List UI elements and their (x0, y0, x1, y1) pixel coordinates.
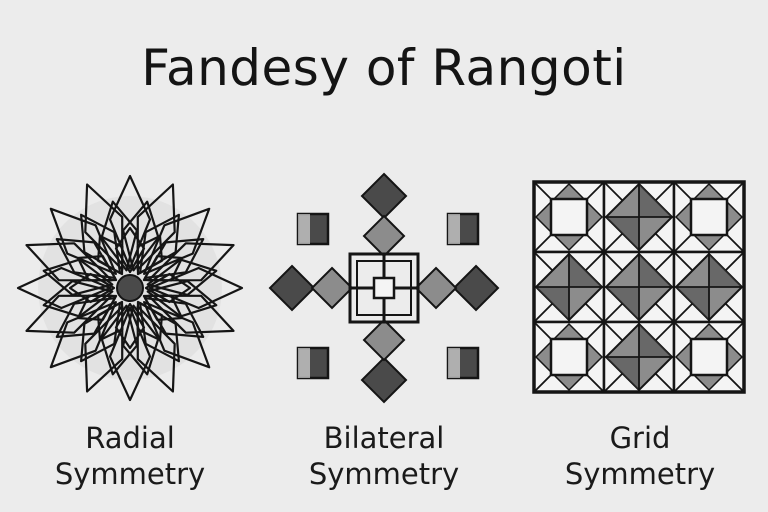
grid-center-square (549, 197, 589, 237)
page-title: Fandesy of Rangoti (141, 39, 627, 97)
radial-petal (144, 272, 192, 304)
radial-petal (49, 301, 118, 369)
caption-bilateral: Bilateral Symmetry (259, 420, 509, 492)
outer-diamond (268, 264, 316, 312)
radial-petal (136, 234, 163, 276)
corner-square-highlight (448, 348, 460, 378)
grid-diamond-shade (569, 254, 602, 287)
caption-bilateral-line2: Symmetry (308, 457, 460, 491)
radial-petal (142, 254, 184, 282)
radial-petal (136, 300, 163, 342)
radial-petal (84, 183, 124, 271)
grid-diamond-shade (709, 254, 742, 287)
radial-petal (96, 234, 124, 276)
corner-square-highlight (448, 214, 460, 244)
radial-petal (143, 301, 211, 369)
caption-radial: Radial Symmetry (5, 420, 255, 492)
radial-petal (114, 302, 146, 350)
caption-radial-line2: Symmetry (54, 457, 206, 491)
grid-tiles-graphic (532, 180, 746, 394)
outer-diamond (360, 172, 408, 220)
center-square (372, 276, 396, 300)
radial-petal (136, 305, 176, 393)
radial-petal (108, 306, 152, 402)
radial-petal (79, 301, 122, 363)
radial-petal (55, 237, 117, 280)
radial-petal (79, 213, 122, 275)
radial-petal (100, 304, 139, 376)
mid-diamond (362, 214, 406, 258)
grid-diamond-shade (639, 254, 672, 287)
outer-diamond (360, 356, 408, 404)
radial-petal (136, 183, 176, 271)
radial-petal (147, 242, 235, 282)
radial-petal (76, 254, 118, 282)
caption-grid: Grid Symmetry (515, 420, 765, 492)
radial-petal (138, 301, 180, 363)
radial-petal (42, 279, 114, 318)
bilateral-kolam-graphic (268, 172, 500, 404)
grid-diamond-shade (536, 287, 569, 320)
radial-flower-graphic (16, 174, 244, 402)
grid-center-square (689, 197, 729, 237)
mid-diamond (414, 266, 458, 310)
outer-diamond (452, 264, 500, 312)
radial-petal (108, 174, 152, 270)
corner-square-highlight (298, 348, 310, 378)
radial-petal (146, 258, 218, 297)
grid-center-square (549, 337, 589, 377)
corner-square-highlight (298, 214, 310, 244)
caption-radial-line1: Radial (85, 421, 175, 455)
radial-petal (25, 242, 113, 282)
radial-petal (143, 207, 211, 276)
grid-diamond-shade (639, 184, 672, 217)
grid-diamond-shade (606, 357, 639, 390)
caption-bilateral-line1: Bilateral (323, 421, 445, 455)
radial-petal (55, 296, 117, 338)
radial-petal (142, 294, 184, 321)
radial-petal (147, 294, 235, 334)
mid-diamond (310, 266, 354, 310)
bilateral-pattern (264, 170, 504, 410)
grid-diamond-shade (606, 287, 639, 320)
radial-petal (148, 266, 244, 310)
radial-petal (121, 200, 160, 272)
grid-pattern (520, 170, 760, 410)
radial-petal (49, 207, 118, 276)
radial-petal (68, 272, 116, 304)
grid-diamond-shade (606, 217, 639, 250)
grid-diamond-shade (676, 287, 709, 320)
radial-center-dot (116, 274, 144, 302)
radial-petal (138, 213, 180, 275)
radial-petal (121, 304, 160, 376)
grid-outer-frame (532, 180, 746, 394)
radial-petal (146, 279, 218, 318)
radial-petal (84, 305, 124, 393)
grid-diamond-shade (639, 324, 672, 357)
radial-pattern (10, 170, 250, 410)
radial-petal (76, 294, 118, 321)
radial-petal (16, 266, 112, 310)
mid-diamond (362, 318, 406, 362)
caption-grid-line1: Grid (609, 421, 671, 455)
radial-petal (143, 237, 205, 280)
radial-petal (114, 226, 146, 274)
radial-petal (96, 300, 124, 342)
radial-petal (42, 258, 114, 297)
radial-petal (100, 200, 139, 272)
grid-center-square (689, 337, 729, 377)
caption-grid-line2: Symmetry (564, 457, 716, 491)
radial-petal (143, 296, 205, 338)
radial-petal (25, 294, 113, 334)
